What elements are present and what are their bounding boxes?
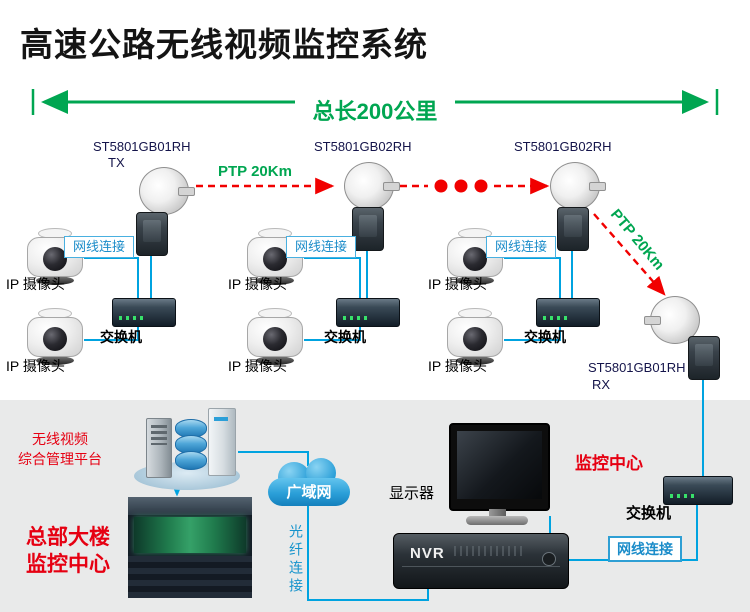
monitor-label: 显示器 [389,485,435,502]
monitoring-center-label: 监控中心 [575,454,643,473]
radio-unit-icon [688,336,720,380]
ip-camera-label: IP 摄像头 [228,358,287,374]
switch-icon [112,298,176,327]
nvr-icon: NVR [393,533,569,589]
cable-label: 网线连接 [286,236,356,258]
camera-dome-lens [43,246,67,271]
switch-leds [670,494,696,498]
switch-label: 交换机 [324,329,366,345]
ip-camera-label: IP 摄像头 [428,276,487,292]
monitor-stand [489,509,506,517]
nvr-vents [454,546,524,556]
antenna-dish-icon [344,162,400,210]
radio-unit-icon [557,207,589,251]
monitoring-room-photo [128,497,252,598]
ip-camera-label: IP 摄像头 [6,358,65,374]
nvr-power-button [542,552,556,566]
switch-leds [543,316,569,320]
switch-label: 交换机 [626,505,672,522]
antenna3-model-label: ST5801GB02RH [514,139,612,154]
ip-camera-label: IP 摄像头 [6,276,65,292]
switch-label: 交换机 [100,329,142,345]
ip-camera-label: IP 摄像头 [428,358,487,374]
room-ceiling [128,497,252,515]
dish-feed-horn [644,316,661,325]
camera-dome-lens [43,326,67,351]
camera-dome-lens [463,246,487,271]
camera-dome-lens [463,326,487,351]
antenna4-mode-label: RX [592,377,611,392]
antenna-dish-icon [139,167,195,215]
dish-feed-horn [589,182,606,191]
switch-icon [536,298,600,327]
dish-feed-horn [383,182,400,191]
platform-label: 无线视频 综合管理平台 [8,429,112,469]
camera-dome-lens [263,326,287,351]
radio-unit-icon [352,207,384,251]
monitor-screen [457,431,542,499]
room-screen-wall [134,517,246,553]
antenna-dish-icon [550,162,606,210]
dish-feed-horn [178,187,195,196]
antenna1-mode-label: TX [108,155,125,170]
monitor-base [466,516,528,525]
server-icon [134,406,240,490]
switch-leds [119,316,145,320]
server-tower-icon [208,408,236,476]
switch-icon [336,298,400,327]
database-icon [175,419,207,476]
radio-unit-icon [136,212,168,256]
hq-label: 总部大楼 监控中心 [26,524,110,578]
cable-label: 网线连接 [486,236,556,258]
ptp-link2-label: PTP 20Km [606,206,668,274]
wan-cloud-icon: 广域网 [268,458,350,506]
total-length-label: 总长200公里 [295,92,455,128]
cable-label: 网线连接 [608,536,682,562]
wan-label: 广域网 [286,484,332,501]
antenna1-model-label: ST5801GB01RH [93,139,191,154]
nvr-label: NVR [410,545,445,562]
room-desks [128,556,252,598]
antenna2-model-label: ST5801GB02RH [314,139,412,154]
platform-label-line2: 综合管理平台 [18,451,102,467]
ip-camera-icon [26,308,84,370]
cable-label: 网线连接 [64,236,134,258]
camera-dome-lens [263,246,287,271]
ip-camera-icon [26,228,84,290]
fiber-label: 光纤连接 [288,524,304,596]
ptp-link1-label: PTP 20Km [218,163,292,180]
monitor-icon [449,423,550,511]
switch-icon [663,476,733,505]
ip-camera-label: IP 摄像头 [228,276,287,292]
continuation-dots [434,179,488,193]
antenna4-model-label: ST5801GB01RH [588,360,686,375]
nvr-groove [402,566,560,567]
server-tower-icon [146,418,172,478]
switch-label: 交换机 [524,329,566,345]
platform-label-line1: 无线视频 [32,431,88,447]
page-title: 高速公路无线视频监控系统 [20,26,428,63]
hq-label-line1: 总部大楼 [26,526,110,549]
switch-leds [343,316,369,320]
ip-camera-icon [246,308,304,370]
hq-label-line2: 监控中心 [26,553,110,576]
ip-camera-icon [446,308,504,370]
